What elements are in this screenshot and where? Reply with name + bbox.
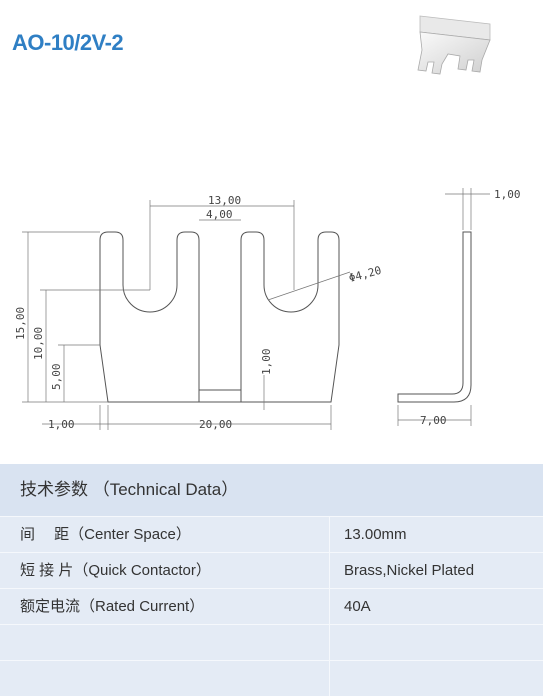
row-value: Brass,Nickel Plated — [344, 562, 475, 579]
dim-bottom-gap: 1,00 — [260, 349, 273, 376]
dim-left-offset: 1,00 — [48, 418, 75, 431]
dim-width-top: 13,00 — [208, 194, 241, 207]
table-row: 间 距（Center Space） 13.00mm — [0, 516, 543, 552]
dim-hole-diameter: Φ4,20 — [347, 264, 382, 285]
jumper-outline — [99, 231, 340, 403]
table-row: 额定电流（Rated Current） 40A — [0, 588, 543, 624]
dim-height-total: 15,00 — [14, 307, 27, 340]
table-row: 短 接 片（Quick Contactor） Brass,Nickel Plat… — [0, 552, 543, 588]
row-value: 40A — [344, 598, 371, 615]
jumper-bar-photo-icon — [417, 15, 491, 75]
side-view-outline — [397, 231, 472, 403]
table-row — [0, 660, 543, 696]
technical-data-table: 技术参数 （Technical Data） 间 距（Center Space） … — [0, 464, 543, 696]
product-title: AO-10/2V-2 — [12, 30, 124, 55]
dim-height-mid: 10,00 — [32, 327, 45, 360]
table-row — [0, 624, 543, 660]
table-header: 技术参数 （Technical Data） — [0, 464, 543, 516]
dim-thickness: 1,00 — [494, 188, 521, 201]
row-label — [0, 661, 330, 696]
dim-height-low: 5,00 — [50, 364, 63, 391]
dim-base-width: 20,00 — [199, 418, 232, 431]
dim-side-depth: 7,00 — [420, 414, 447, 427]
row-label: 额定电流（Rated Current） — [0, 589, 330, 624]
row-label: 短 接 片（Quick Contactor） — [0, 553, 330, 588]
technical-drawing: 13,00 4,00 15,00 10,00 5,00 1,00 1,00 20… — [14, 188, 521, 431]
dim-slot-width: 4,00 — [206, 208, 233, 221]
row-label — [0, 625, 330, 660]
row-value: 13.00mm — [344, 526, 407, 543]
row-label: 间 距（Center Space） — [0, 517, 330, 552]
row-value — [330, 625, 543, 660]
